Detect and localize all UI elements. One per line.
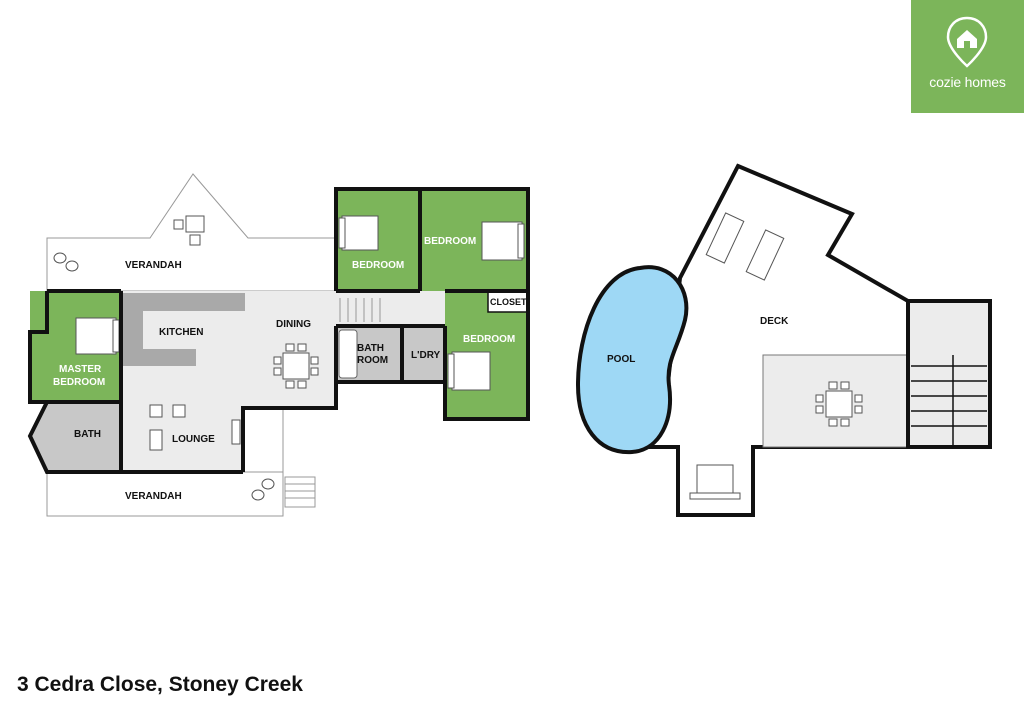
dining-table-icon — [273, 343, 319, 389]
laundry-label: L'DRY — [411, 350, 441, 361]
verandah-bottom-label: VERANDAH — [125, 491, 182, 502]
bathroom-label-2: ROOM — [357, 355, 388, 366]
bath-label: BATH — [74, 429, 101, 440]
deck-stairs — [911, 355, 987, 445]
lounge-furniture-icon — [149, 404, 241, 451]
outdoor-chair-icon — [53, 215, 275, 501]
sun-lounger-icon — [689, 212, 785, 500]
verandah-bottom-extension — [242, 407, 284, 473]
master-bedroom-label-2: BEDROOM — [53, 377, 105, 388]
verandah-bottom-area — [46, 471, 284, 517]
kitchen-label: KITCHEN — [159, 327, 203, 338]
deck-label: DECK — [760, 316, 789, 327]
pool-label: POOL — [607, 354, 635, 365]
deck-area — [642, 163, 910, 517]
bath-area — [30, 402, 121, 472]
hall-steps — [339, 298, 381, 322]
bed-icon — [75, 215, 525, 391]
deck-table-icon — [815, 381, 863, 427]
closet-label: CLOSET — [490, 297, 527, 307]
bedroom-2-label: BEDROOM — [424, 236, 476, 247]
stair-area — [906, 299, 992, 449]
hallway — [336, 291, 445, 326]
main-floor — [121, 291, 336, 472]
verandah-top-label: VERANDAH — [125, 260, 182, 271]
bathtub — [338, 329, 358, 379]
bathroom-label-1: BATH — [357, 343, 384, 354]
verandah-steps — [284, 476, 316, 508]
bedroom-3-label: BEDROOM — [463, 334, 515, 345]
lounge-label: LOUNGE — [172, 434, 215, 445]
property-address: 3 Cedra Close, Stoney Creek — [17, 673, 303, 696]
laundry-area — [402, 326, 445, 382]
master-bedroom-label-1: MASTER — [59, 364, 102, 375]
dining-label: DINING — [276, 319, 311, 330]
brand-name: cozie homes — [929, 74, 1006, 90]
walls — [27, 187, 530, 474]
kitchen-counter — [123, 293, 245, 366]
pool-shape — [575, 265, 689, 455]
brand-logo: cozie homes — [911, 0, 1024, 113]
house-location-pin-icon — [946, 16, 988, 68]
bedroom-1-label: BEDROOM — [352, 260, 404, 271]
